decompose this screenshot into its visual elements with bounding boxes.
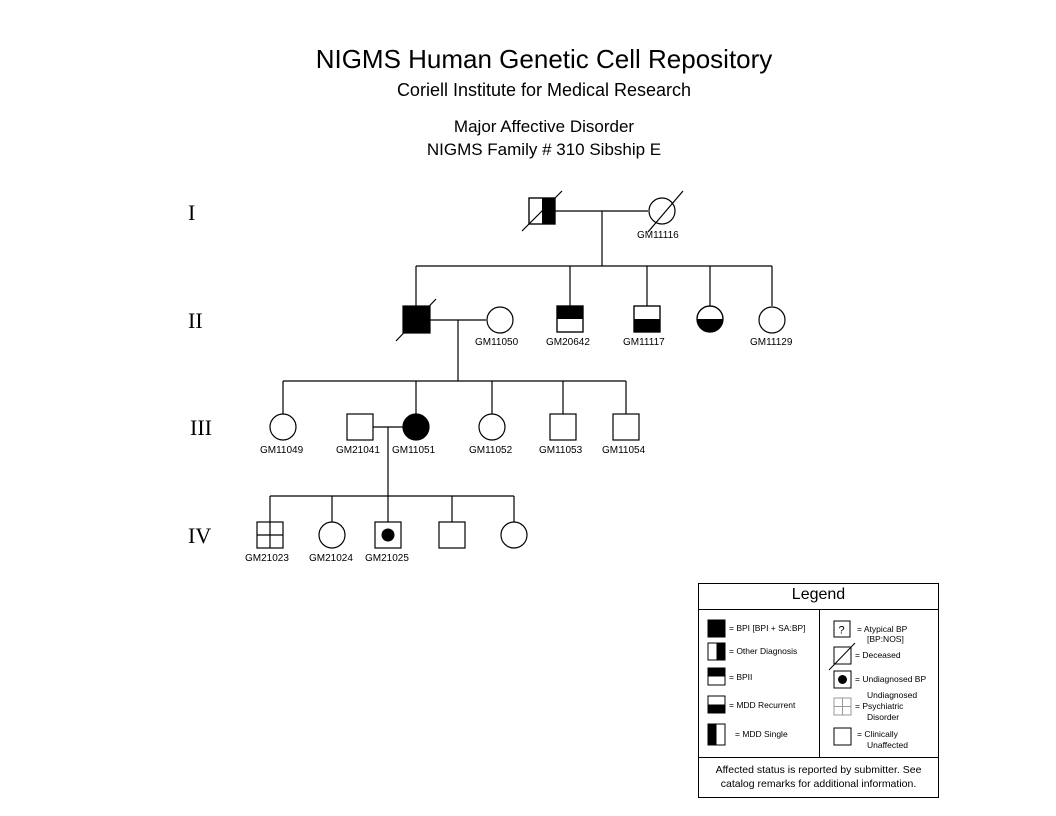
sample-id-label: GM21023	[245, 553, 289, 564]
individual-I-2-female-deceased	[647, 190, 684, 233]
sample-id-label: GM11052	[469, 445, 513, 456]
legend-symbol-bpi	[707, 619, 726, 638]
legend-symbol-deceased	[828, 642, 856, 671]
sample-id-label: GM21024	[309, 553, 353, 564]
sample-id-label: GM20642	[546, 337, 590, 348]
legend-symbol-mdd-single	[707, 723, 726, 746]
individual-II-4-male-mdd-recurrent	[633, 305, 661, 333]
family-id: NIGMS Family # 310 Sibship E	[426, 140, 662, 159]
individual-IV-3-male-undiagnosed-bp	[374, 521, 402, 549]
legend-label-mdd-recurrent: = MDD Recurrent	[729, 700, 796, 710]
individual-III-5-male-unaffected	[549, 413, 577, 441]
individual-II-5-female-mdd-recurrent	[696, 305, 724, 333]
sample-id-label: GM11051	[392, 445, 436, 456]
sample-id-label: GM11049	[260, 445, 304, 456]
individual-III-6-male-unaffected	[612, 413, 640, 441]
legend-label-undiagnosed-psych-1: Undiagnosed	[867, 690, 918, 700]
individual-III-2-male-unaffected	[346, 413, 374, 441]
page-subtitle: Coriell Institute for Medical Research	[396, 80, 692, 100]
generation-label-1: I	[188, 200, 195, 225]
sample-id-label: GM11050	[475, 337, 519, 348]
legend-symbol-unaffected	[833, 727, 852, 746]
individual-II-6-female-unaffected	[758, 306, 786, 334]
legend-symbol-undiagnosed-bp	[833, 670, 852, 689]
individual-IV-2-female-unaffected	[318, 521, 346, 549]
legend-divider	[699, 609, 938, 610]
sample-id-label: GM11129	[750, 337, 793, 348]
disorder-name: Major Affective Disorder	[453, 117, 635, 136]
individual-III-1-female-unaffected	[269, 413, 297, 441]
legend-divider	[699, 757, 938, 758]
legend-title: Legend	[791, 586, 846, 603]
legend-label-deceased: = Deceased	[855, 650, 901, 660]
legend-label-other-diagnosis: = Other Diagnosis	[729, 646, 798, 656]
individual-III-4-female-unaffected	[478, 413, 506, 441]
legend-label-atypical-bp: = Atypical BP	[857, 624, 908, 634]
individual-II-1-male-bpi-deceased	[395, 298, 437, 342]
legend-symbol-mdd-recurrent	[707, 695, 726, 714]
sample-id-label: GM21041	[336, 445, 380, 456]
sample-id-label: GM21025	[365, 553, 409, 564]
individual-I-1-male-other-diagnosis-deceased	[521, 190, 563, 232]
legend-label-undiagnosed-psych-3: Disorder	[867, 712, 900, 722]
generation-label-4: IV	[188, 523, 211, 548]
legend-symbols: ?	[707, 619, 856, 746]
legend-symbol-other-diagnosis	[707, 642, 726, 661]
sample-id-label: GM11053	[539, 445, 583, 456]
legend-label-unaffected-1: = Clinically	[857, 729, 898, 739]
legend-divider	[819, 609, 820, 757]
generation-label-2: II	[188, 308, 203, 333]
legend-label-undiagnosed-bp: = Undiagnosed BP	[855, 674, 927, 684]
individual-III-3-female-bpi	[402, 413, 430, 441]
legend-label-bpi: = BPI [BPI + SA:BP]	[729, 623, 806, 633]
legend-symbol-atypical-bp: ?	[833, 620, 851, 638]
generation-label-3: III	[190, 415, 212, 440]
sample-id-label: GM11117	[623, 337, 665, 348]
legend-symbol-undiagnosed-psychiatric	[833, 697, 852, 716]
legend-label-bpii: = BPII	[729, 672, 753, 682]
individual-IV-1-male-undiagnosed-psychiatric	[256, 521, 284, 549]
legend-label-mdd-single: = MDD Single	[735, 729, 788, 739]
individual-IV-4-male-unaffected	[438, 521, 466, 549]
page-title: NIGMS Human Genetic Cell Repository	[315, 44, 773, 74]
atypical-question-mark: ?	[839, 625, 845, 637]
sample-id-label: GM11116	[637, 230, 679, 241]
individual-IV-5-female-unaffected	[500, 521, 528, 549]
individual-II-3-male-bpii	[556, 305, 584, 333]
legend-label-atypical-bp-sub: [BP:NOS]	[867, 634, 904, 644]
legend-label-unaffected-2: Unaffected	[867, 740, 908, 750]
legend-label-undiagnosed-psych-2: = Psychiatric	[855, 701, 904, 711]
sample-id-label: GM11054	[602, 445, 646, 456]
legend-box: Legend ?	[698, 583, 939, 798]
legend-note: Affected status is reported by submitter…	[715, 764, 922, 790]
individual-II-2-female-unaffected	[486, 306, 514, 334]
legend-symbol-bpii	[707, 667, 726, 686]
